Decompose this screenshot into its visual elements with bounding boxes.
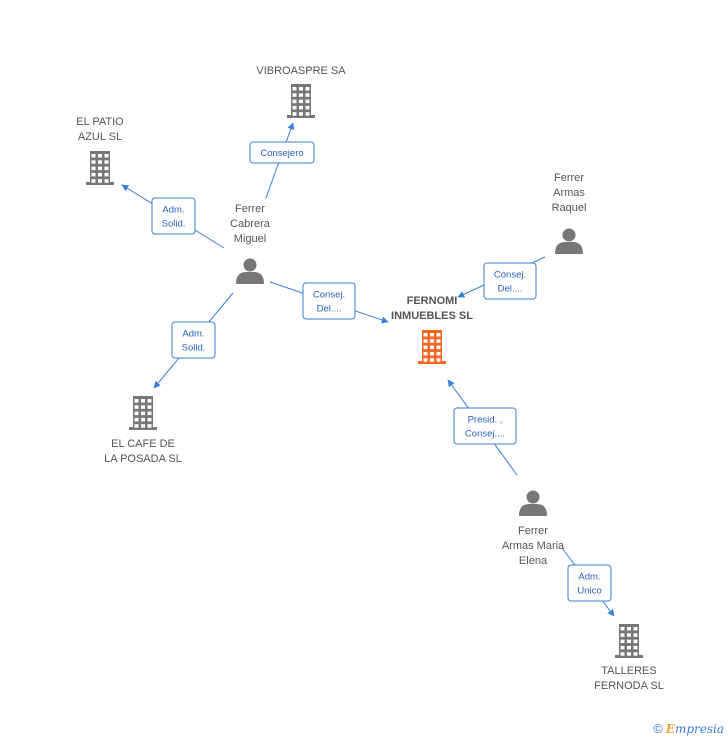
node-label: EL CAFE DE [111,438,175,450]
person-icon [555,228,583,254]
node-label: Cabrera [230,218,271,230]
node-vibroaspre[interactable]: VIBROASPRE SA [256,65,346,118]
person-icon [519,490,547,516]
building-icon [615,624,643,658]
copyright-symbol: © [653,721,663,736]
edge-e5: Adm. Solid. [153,292,234,389]
edge-label-text: Presid. , [468,415,503,426]
brand-initial: E [665,722,675,736]
node-label: Miguel [234,233,266,245]
edge-label-text: Adm. [182,329,204,340]
edge-label-box[interactable] [151,197,196,235]
node-label: Ferrer [554,172,584,184]
edge-e4: Consej. Del.... [457,256,546,300]
node-label: TALLERES [601,665,656,677]
node-label: FERNODA SL [594,680,664,692]
node-label: AZUL SL [78,131,122,143]
node-label: VIBROASPRE SA [256,65,346,77]
edge-e3: Consej. Del.... [269,281,389,324]
edge-label-box[interactable] [567,564,612,602]
node-label: EL PATIO [76,116,124,128]
edge-e7: Adm. Unico [561,547,615,617]
edge-label-box[interactable] [249,141,315,164]
building-icon [129,396,157,430]
node-patio[interactable]: EL PATIO AZUL SL [76,116,124,185]
node-label: Ferrer [518,525,548,537]
edge-label-text: Solid. [182,343,206,354]
edge-label-box[interactable] [171,321,216,359]
node-label: Armas Maria [502,540,565,552]
edge-label-text: Consejero [260,148,303,159]
node-talleres[interactable]: TALLERES FERNODA SL [594,624,664,692]
edge-e6: Presid. , Consej.... [447,379,518,476]
node-label: FERNOMI [407,295,458,307]
edge-label-text: Consej.... [465,429,505,440]
node-label: INMUEBLES SL [391,310,473,322]
edge-label-text: Unico [577,586,601,597]
edge-label-text: Adm. [578,572,600,583]
edge-label-text: Del.... [498,284,523,295]
edge-label-text: Adm. [162,205,184,216]
node-label: Elena [519,555,548,567]
edge-e2: Adm. Solid. [121,184,225,249]
node-cafe[interactable]: EL CAFE DE LA POSADA SL [104,396,182,465]
edge-label-text: Consej. [494,270,526,281]
node-fernomi[interactable]: FERNOMI INMUEBLES SL [391,295,473,364]
edge-label-text: Consej. [313,290,345,301]
brand-footer: ©Empresia [653,721,724,736]
building-icon [418,330,446,364]
brand-name: mpresia [674,722,724,736]
edge-label-text: Solid. [162,219,186,230]
edge-label-box[interactable] [302,282,356,320]
node-label: LA POSADA SL [104,453,182,465]
node-label: Ferrer [235,203,265,215]
node-label: Armas [553,187,585,199]
edge-e1: Consejero [249,122,315,199]
person-icon [236,258,264,284]
edge-label-box[interactable] [453,407,517,445]
node-label: Raquel [552,202,587,214]
edge-label-box[interactable] [483,262,537,300]
building-icon [287,84,315,118]
edge-label-text: Del.... [317,304,342,315]
building-icon [86,151,114,185]
